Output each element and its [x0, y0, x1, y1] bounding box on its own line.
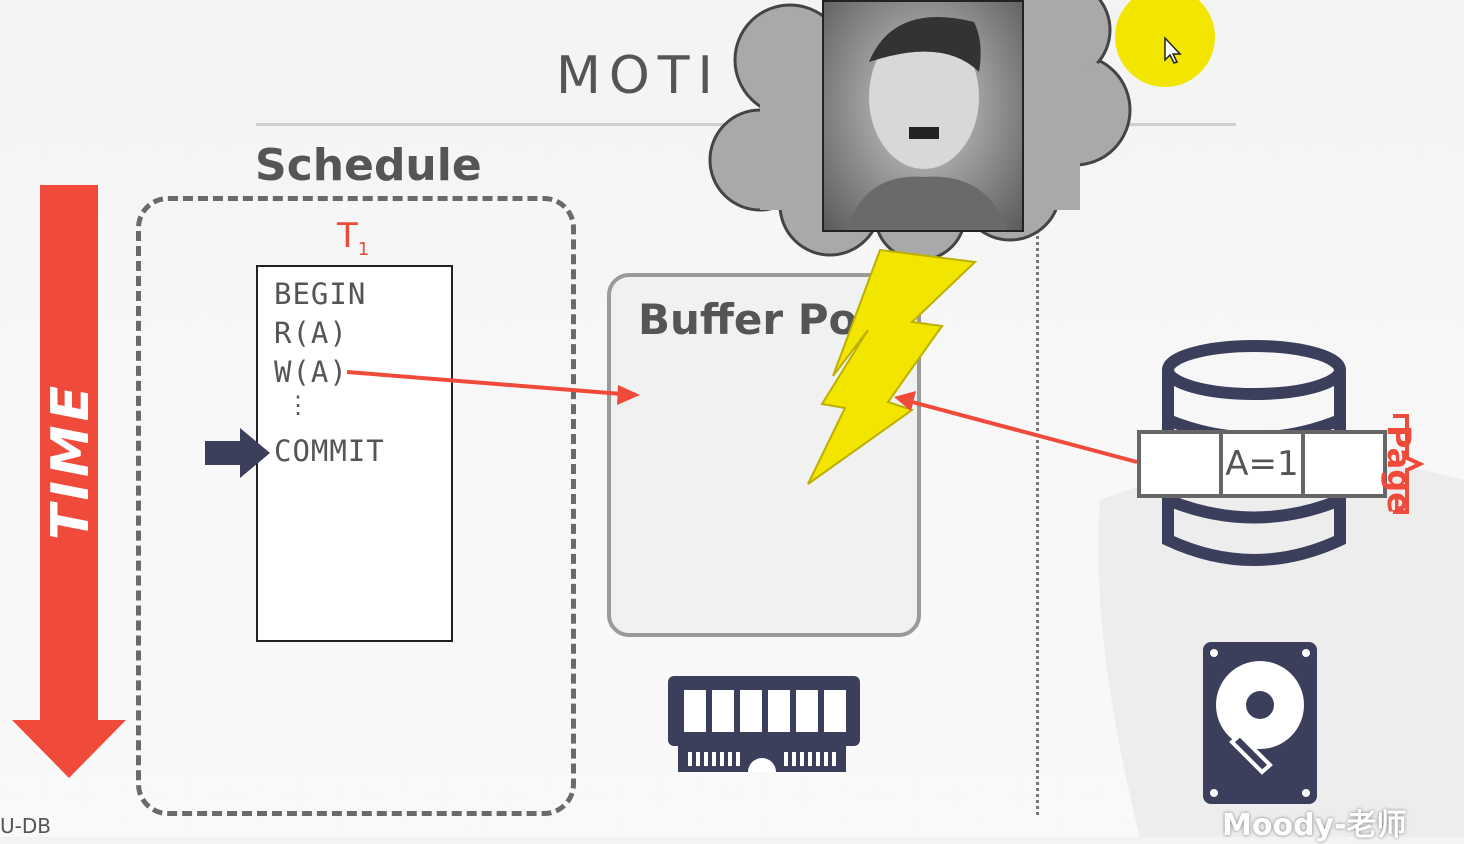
op-write: W(A): [274, 355, 348, 389]
schedule-heading: Schedule: [255, 140, 482, 191]
page-slot: [1141, 434, 1223, 494]
transaction-name: T: [337, 216, 358, 256]
op-ellipsis: ⋮: [286, 391, 311, 419]
current-step-arrow-icon: [205, 428, 270, 478]
memory-disk-divider: [1036, 230, 1039, 815]
footer-tag: U-DB: [0, 814, 51, 838]
schedule-box: [136, 196, 576, 816]
watermark: Moody-老师: [1222, 808, 1407, 843]
time-arrow-icon: TIME: [12, 185, 126, 778]
page-bracket: [1393, 414, 1425, 514]
lightning-icon: [807, 248, 978, 485]
memory-chip-icon: [668, 676, 860, 772]
time-label: TIME: [41, 382, 101, 540]
slide-title: MOTI: [556, 46, 721, 106]
cursor-icon: [1115, 0, 1215, 87]
read-arrow: [894, 391, 1138, 464]
portrait-figure: [845, 17, 1008, 230]
page-slot: [1305, 434, 1383, 494]
page-value: A=1: [1223, 434, 1305, 494]
transaction-subscript: 1: [357, 238, 370, 260]
transaction-box: BEGIN R(A) W(A) ⋮ COMMIT: [256, 265, 453, 642]
page-label: Page: [1380, 425, 1418, 514]
op-commit: COMMIT: [274, 434, 385, 468]
op-read: R(A): [274, 316, 348, 350]
op-begin: BEGIN: [274, 277, 367, 311]
hard-drive-icon: [1203, 642, 1317, 804]
portrait-photo: [822, 0, 1024, 232]
write-arrow: [346, 370, 640, 405]
page-row: A=1: [1137, 430, 1387, 498]
transaction-label: T1: [337, 216, 369, 260]
buffer-pool-label: Buffer Poo: [638, 295, 887, 344]
